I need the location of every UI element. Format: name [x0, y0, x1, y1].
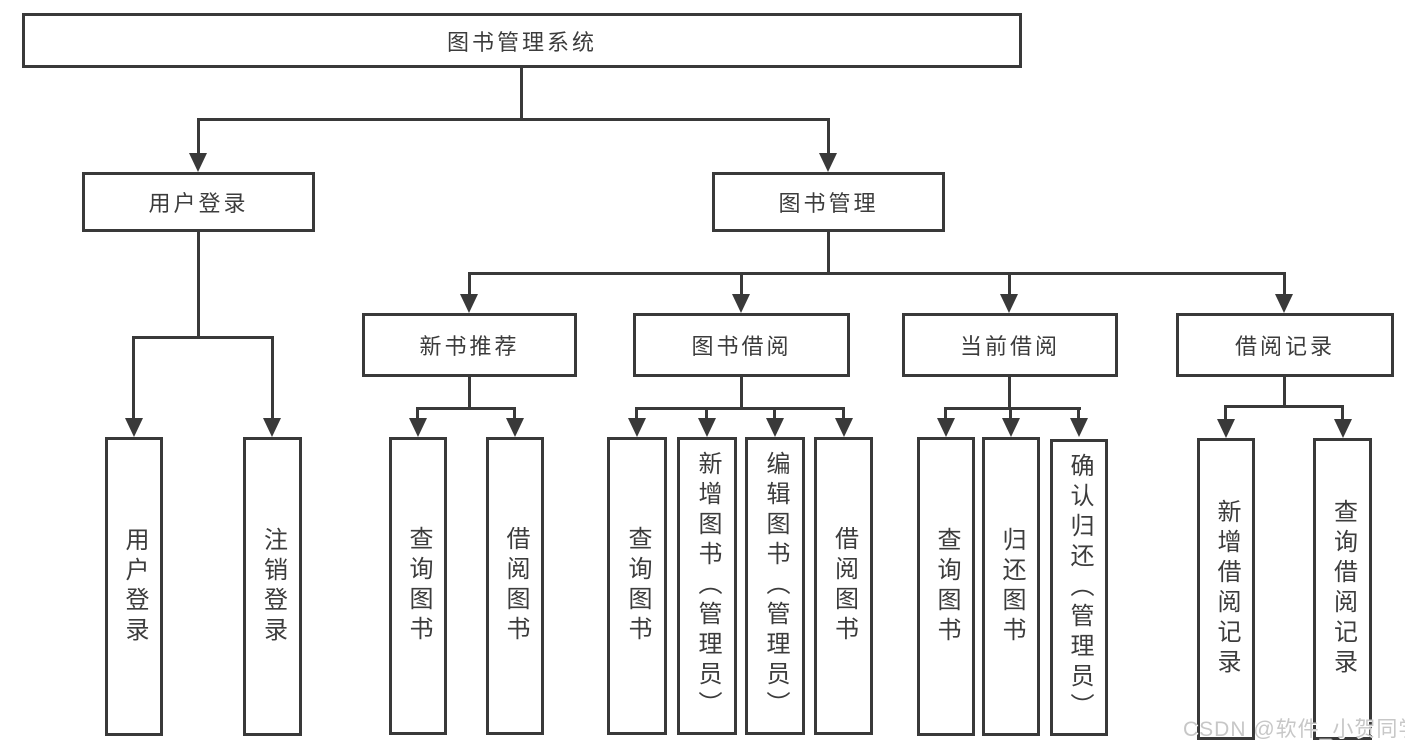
connector-line: [468, 377, 471, 407]
connector-line: [740, 377, 743, 407]
connector-line: [132, 336, 274, 339]
connector-line: [197, 232, 200, 336]
node-user-login-branch: 用户登录: [82, 172, 315, 232]
connector-line: [944, 407, 947, 421]
node-add-book-admin: 新增图书（管理员）: [677, 437, 737, 735]
arrow-down-icon: [409, 418, 427, 437]
node-query-borrow-record: 查询借阅记录: [1313, 438, 1372, 740]
node-label: 查询图书: [624, 526, 651, 646]
node-book-borrowing: 图书借阅: [633, 313, 850, 377]
arrow-down-icon: [1334, 419, 1352, 438]
arrow-down-icon: [1217, 419, 1235, 438]
arrow-down-icon: [189, 153, 207, 172]
connector-line: [1008, 377, 1011, 407]
connector-line: [1224, 405, 1344, 408]
node-label: 图书管理: [778, 191, 879, 216]
node-label: 图书管理系统: [446, 29, 597, 55]
node-label: 用户登录: [148, 191, 249, 216]
connector-line: [773, 407, 776, 421]
connector-line: [1077, 407, 1080, 421]
node-label: 新书推荐: [419, 334, 520, 359]
arrow-down-icon: [506, 418, 524, 437]
node-edit-book-admin: 编辑图书（管理员）: [745, 437, 805, 735]
connector-line: [197, 118, 200, 155]
arrow-down-icon: [937, 418, 955, 437]
connector-line: [705, 407, 708, 421]
connector-line: [827, 118, 830, 155]
arrow-down-icon: [1002, 418, 1020, 437]
connector-line: [944, 407, 1081, 410]
node-label: 归还图书: [998, 526, 1025, 647]
connector-line: [520, 68, 523, 120]
connector-line: [740, 272, 743, 298]
connector-line: [271, 336, 274, 421]
arrow-down-icon: [628, 418, 646, 437]
node-add-borrow-record: 新增借阅记录: [1197, 438, 1255, 740]
node-label: 编辑图书（管理员）: [762, 451, 789, 721]
node-label: 新增图书（管理员）: [694, 451, 721, 721]
node-label: 图书借阅: [691, 334, 792, 359]
node-current-borrowing: 当前借阅: [902, 313, 1118, 377]
connector-line: [1009, 407, 1012, 421]
connector-line: [635, 407, 845, 410]
connector-line: [513, 407, 516, 421]
arrow-down-icon: [835, 418, 853, 437]
connector-line: [827, 232, 830, 272]
node-label: 新增借阅记录: [1213, 499, 1240, 679]
node-label: 确认归还（管理员）: [1066, 452, 1093, 723]
node-book-management-system: 图书管理系统: [22, 13, 1022, 68]
connector-line: [1283, 377, 1286, 405]
node-borrow-books: 借阅图书: [814, 437, 873, 735]
node-label: 查询借阅记录: [1329, 499, 1357, 679]
node-label: 借阅图书: [502, 526, 529, 646]
arrow-down-icon: [1275, 294, 1293, 313]
arrow-down-icon: [263, 418, 281, 437]
connector-line: [635, 407, 638, 421]
node-label: 注销登录: [259, 526, 287, 647]
node-label: 当前借阅: [959, 334, 1060, 359]
node-return-books: 归还图书: [982, 437, 1040, 736]
connector-line: [132, 336, 135, 421]
connector-line: [1224, 405, 1227, 420]
node-confirm-return-admin: 确认归还（管理员）: [1050, 439, 1108, 736]
connector-line: [416, 407, 419, 421]
arrow-down-icon: [698, 418, 716, 437]
connector-line: [416, 407, 516, 410]
node-borrow-books-recommend: 借阅图书: [486, 437, 544, 735]
arrow-down-icon: [1070, 418, 1088, 437]
connector-line: [1008, 272, 1011, 298]
node-label: 借阅记录: [1234, 334, 1335, 359]
connector-line: [197, 118, 830, 121]
node-label: 用户登录: [121, 526, 148, 647]
node-label: 借阅图书: [830, 526, 858, 646]
node-new-book-recommend: 新书推荐: [362, 313, 577, 377]
arrow-down-icon: [125, 418, 143, 437]
connector-line: [468, 272, 471, 298]
watermark: CSDN @软件_小贺同学: [1183, 718, 1405, 741]
connector-line: [1283, 272, 1286, 298]
arrow-down-icon: [819, 153, 837, 172]
arrow-down-icon: [732, 294, 750, 313]
connector-line: [1341, 405, 1344, 420]
node-query-books-borrowing: 查询图书: [607, 437, 667, 735]
node-query-books-recommend: 查询图书: [389, 437, 447, 735]
node-logout: 注销登录: [243, 437, 302, 736]
node-label: 查询图书: [405, 526, 432, 646]
node-label: 查询图书: [933, 526, 960, 647]
connector-line: [842, 407, 845, 421]
node-query-books-current: 查询图书: [917, 437, 975, 736]
node-borrowing-records: 借阅记录: [1176, 313, 1394, 377]
arrow-down-icon: [460, 294, 478, 313]
arrow-down-icon: [766, 418, 784, 437]
arrow-down-icon: [1000, 294, 1018, 313]
node-book-management-branch: 图书管理: [712, 172, 945, 232]
connector-line: [468, 272, 1286, 275]
node-user-login: 用户登录: [105, 437, 163, 736]
